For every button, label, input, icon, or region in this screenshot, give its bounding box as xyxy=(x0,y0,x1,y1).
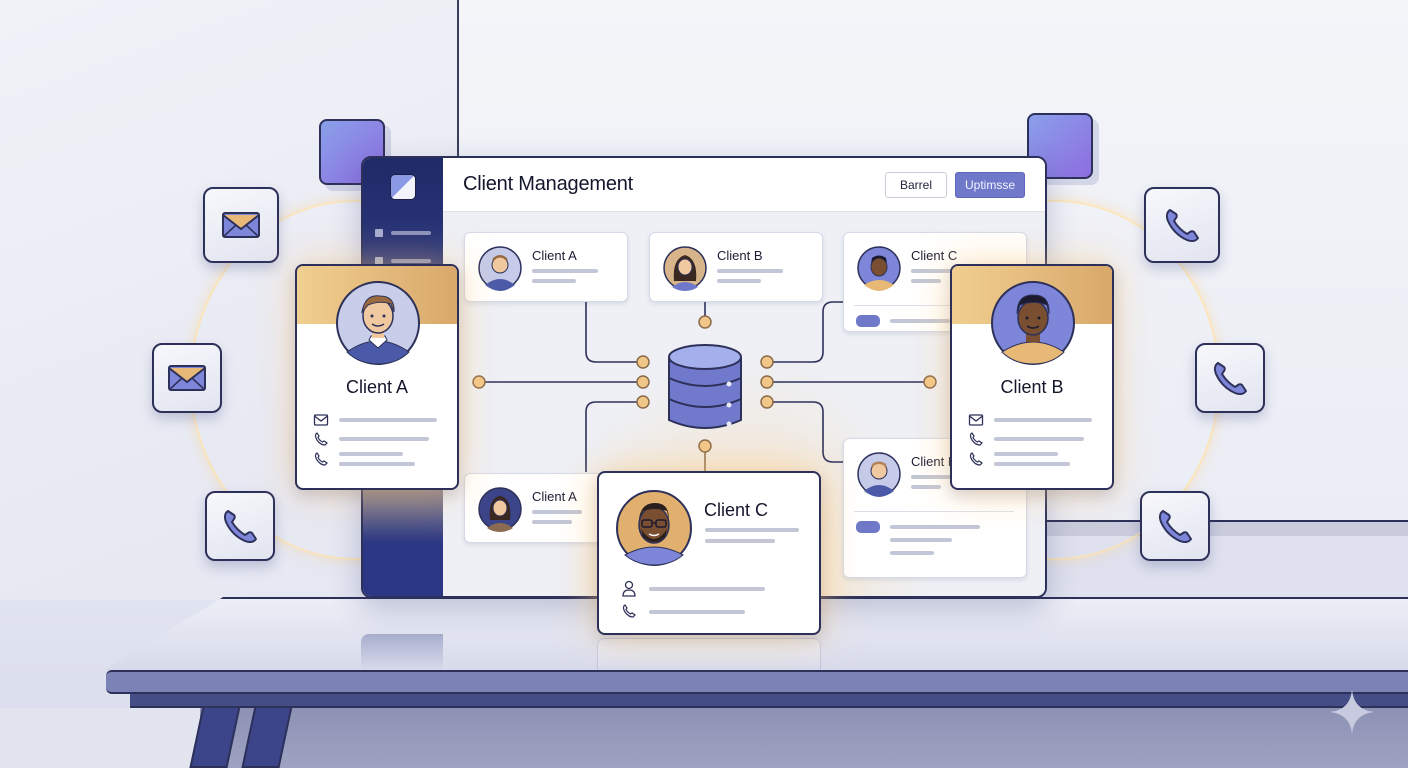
card-reflection xyxy=(597,638,821,672)
nav-list-icon[interactable] xyxy=(375,257,383,265)
decorative-square-right xyxy=(1027,113,1093,179)
secondary-button[interactable]: Barrel xyxy=(885,172,947,198)
client-name: Client A xyxy=(532,489,577,504)
phone-icon xyxy=(1213,362,1247,396)
phone-tile[interactable] xyxy=(1144,187,1220,263)
avatar-man-dark-skin xyxy=(857,246,901,291)
email-icon xyxy=(168,365,206,391)
app-logo-icon[interactable] xyxy=(390,174,416,200)
window-reflection xyxy=(361,634,443,670)
phone-icon xyxy=(314,432,328,446)
connector-lines xyxy=(472,301,937,474)
header-bar: Client Management Barrel Uptimsse xyxy=(443,158,1045,212)
client-name: Client C xyxy=(911,248,958,263)
profile-card-client-c[interactable]: Client C xyxy=(597,471,821,635)
avatar-man-glasses-beard xyxy=(616,490,692,566)
client-list-card[interactable]: Client A xyxy=(464,232,628,302)
phone-icon xyxy=(1158,510,1192,544)
client-name: Client A xyxy=(345,377,409,397)
client-name: Client B xyxy=(1000,377,1064,397)
client-list-card[interactable]: Client B xyxy=(843,438,1027,578)
phone-tile[interactable] xyxy=(1140,491,1210,561)
client-list-card[interactable]: Client B xyxy=(649,232,823,302)
nav-item[interactable] xyxy=(391,259,431,263)
desk-underside xyxy=(130,694,1408,708)
page-title: Client Management xyxy=(463,173,634,195)
client-name: Client B xyxy=(717,248,763,263)
avatar-man-brown-hair xyxy=(336,281,420,365)
floor xyxy=(200,708,1408,768)
phone-icon xyxy=(969,452,983,466)
phone-tile[interactable] xyxy=(205,491,275,561)
phone-icon xyxy=(1165,209,1199,243)
avatar-woman-dark-hair xyxy=(478,487,522,532)
client-name: Client B xyxy=(911,454,957,469)
client-name: Client A xyxy=(532,248,577,263)
email-tile[interactable] xyxy=(203,187,279,263)
phone-tile[interactable] xyxy=(1195,343,1265,413)
avatar-man-brown-hair xyxy=(478,246,522,291)
connector-nodes xyxy=(472,315,937,453)
email-icon xyxy=(968,414,984,426)
email-icon xyxy=(222,212,260,238)
avatar-woman-long-hair xyxy=(663,246,707,291)
status-pill xyxy=(856,315,880,327)
avatar-man-light-hair xyxy=(857,452,901,497)
profile-card-client-a[interactable]: Client A xyxy=(295,264,459,490)
desk-edge xyxy=(106,670,1408,694)
phone-icon xyxy=(969,432,983,446)
person-icon xyxy=(622,580,636,597)
nav-doc-icon[interactable] xyxy=(375,229,383,237)
sparkle-icon xyxy=(1330,690,1374,734)
email-tile[interactable] xyxy=(152,343,222,413)
nav-item[interactable] xyxy=(391,231,431,235)
phone-icon xyxy=(622,604,636,618)
database-icon xyxy=(668,344,742,429)
content-area: Client A Client B Client C xyxy=(443,212,1045,596)
phone-icon xyxy=(223,510,257,544)
client-list-card[interactable]: Client A xyxy=(464,473,604,543)
status-pill xyxy=(856,521,880,533)
wall-shelf-line xyxy=(1046,520,1408,522)
email-icon xyxy=(313,414,329,426)
primary-button[interactable]: Uptimsse xyxy=(955,172,1025,198)
avatar-man-dark-skin xyxy=(991,281,1075,365)
wall-corner-line xyxy=(457,0,459,160)
client-name: Client C xyxy=(704,500,769,520)
floor-left xyxy=(0,708,200,768)
phone-icon xyxy=(314,452,328,466)
profile-card-client-b[interactable]: Client B xyxy=(950,264,1114,490)
